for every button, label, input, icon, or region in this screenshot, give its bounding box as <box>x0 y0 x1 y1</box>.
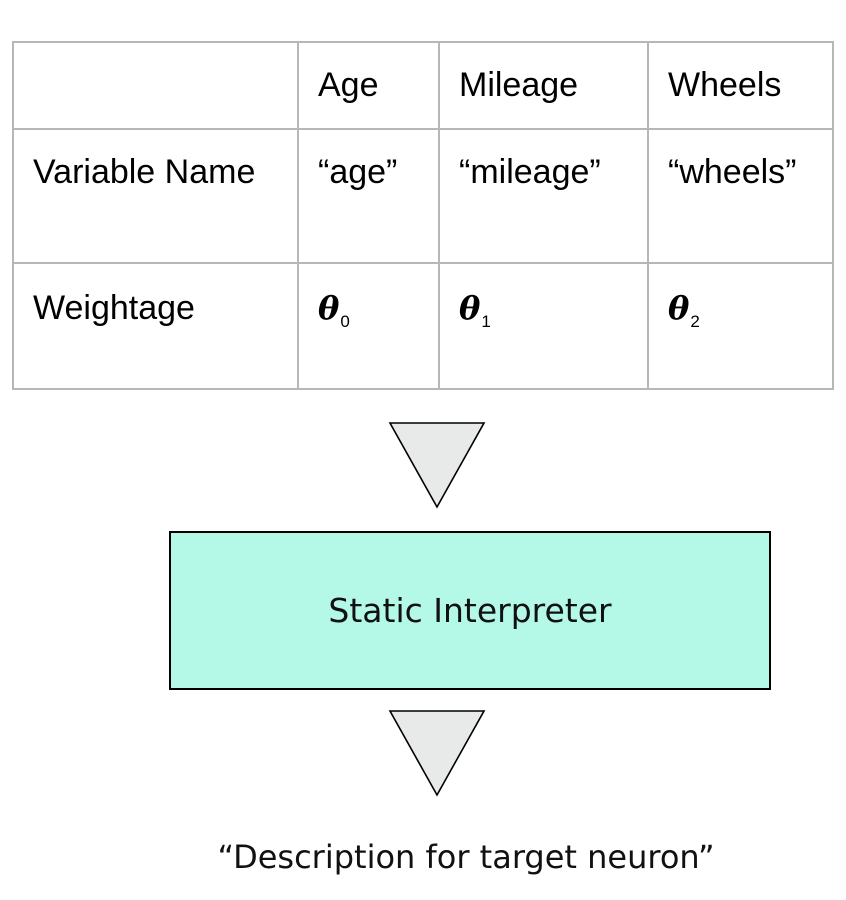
down-triangle-arrow-icon <box>388 422 486 509</box>
features-table: Age Mileage Wheels Variable Name “age” “… <box>12 41 834 390</box>
theta-symbol: θ <box>459 289 481 327</box>
header-cell-mileage: Mileage <box>438 41 649 130</box>
theta-subscript: 1 <box>481 312 491 331</box>
theta-symbol: θ <box>668 289 690 327</box>
theta-subscript: 0 <box>340 312 350 331</box>
weight-cell-mileage: θ1 <box>438 262 649 390</box>
header-label: Age <box>318 66 379 104</box>
table-row-weightage: Weightage θ0 θ1 θ2 <box>12 262 834 390</box>
variable-cell-mileage: “mileage” <box>438 128 649 264</box>
row-label-cell: Weightage <box>12 262 299 390</box>
variable-name-value: “wheels” <box>668 153 797 191</box>
row-label: Variable Name <box>33 153 256 191</box>
table-corner-cell <box>12 41 299 130</box>
variable-cell-age: “age” <box>297 128 440 264</box>
variable-name-value: “mileage” <box>459 153 601 191</box>
theta-1: θ1 <box>441 265 646 332</box>
row-label-cell: Variable Name <box>12 128 299 264</box>
theta-0: θ0 <box>300 265 437 332</box>
variable-name-value: “age” <box>318 153 398 191</box>
table-header-row: Age Mileage Wheels <box>12 41 834 130</box>
static-interpreter-label: Static Interpreter <box>328 591 612 630</box>
row-label: Weightage <box>33 289 195 327</box>
down-triangle-arrow-icon <box>388 710 486 797</box>
header-cell-wheels: Wheels <box>647 41 834 130</box>
table-row-variable-name: Variable Name “age” “mileage” “wheels” <box>12 128 834 264</box>
header-cell-age: Age <box>297 41 440 130</box>
header-label: Wheels <box>668 66 782 104</box>
down-arrow-icon <box>388 710 486 797</box>
weight-cell-age: θ0 <box>297 262 440 390</box>
theta-symbol: θ <box>318 289 340 327</box>
output-description: “Description for target neuron” <box>217 838 715 876</box>
header-label: Mileage <box>459 66 579 104</box>
theta-subscript: 2 <box>690 312 700 331</box>
theta-2: θ2 <box>650 265 831 332</box>
static-interpreter-box: Static Interpreter <box>169 531 771 690</box>
variable-cell-wheels: “wheels” <box>647 128 834 264</box>
down-arrow-icon <box>388 422 486 509</box>
weight-cell-wheels: θ2 <box>647 262 834 390</box>
